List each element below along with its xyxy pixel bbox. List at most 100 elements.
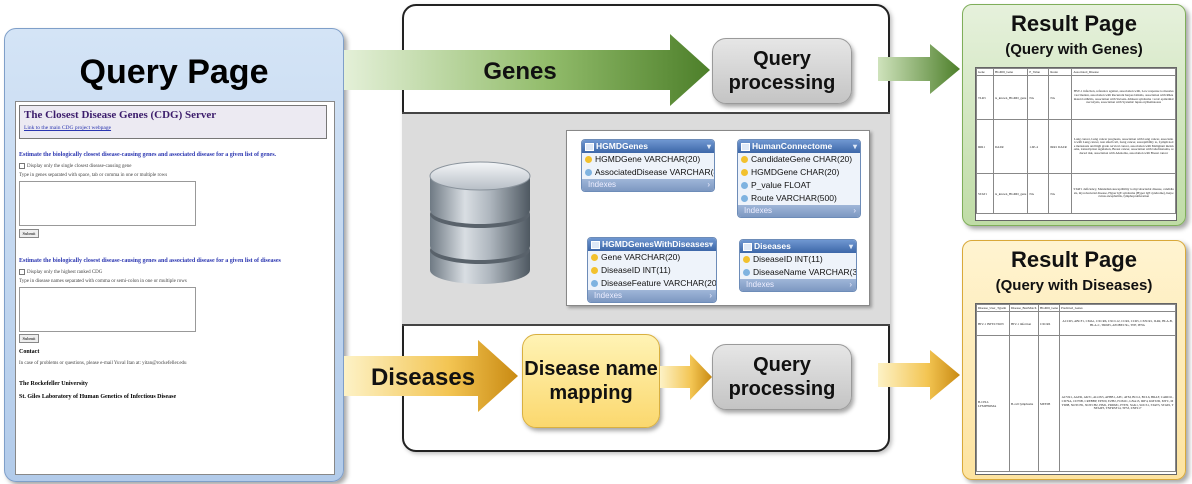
genes-option[interactable]: Display only the single closest disease-…: [19, 163, 131, 169]
genes-submit-button[interactable]: Submit: [19, 229, 39, 238]
table-row: B-CELL LYMPHOMA B-cell lymphoma MEF2B AC…: [976, 335, 1176, 472]
table-field: CandidateGene CHAR(20): [738, 153, 860, 166]
table-field: DiseaseID INT(11): [588, 264, 716, 277]
result-diseases-table: Disease_User_TypeIn Disease_BestMatch HG…: [975, 303, 1177, 475]
table-cell: NA: [1048, 173, 1073, 214]
table-field: DiseaseName VARCHAR(300): [740, 266, 856, 279]
table-cell: B-CELL LYMPHOMA: [976, 335, 1010, 472]
key-icon: [741, 156, 748, 163]
table-row: STAT1 is_known_HGMD_gene NA NA STAT1 def…: [976, 173, 1176, 214]
table-cell: IRR1: [976, 119, 994, 174]
table-row: IRR1 DAZR 1.6E-4 IRR1 DAZR Lung cancer, …: [976, 119, 1176, 174]
table-header: HGMDGenesWithDiseases: [588, 238, 716, 251]
table-footer: Indexes: [740, 279, 856, 291]
diseases-result-arrow: [878, 350, 960, 400]
field-icon: [743, 269, 750, 276]
table-field: DiseaseID INT(11): [740, 253, 856, 266]
contact-text: In case of problems or questions, please…: [19, 361, 187, 366]
field-icon: [741, 182, 748, 189]
table-cell: ACCR5, ABCF1, CMA1, CXCR6, CXCL12, CCR2,…: [1059, 311, 1176, 336]
server-header-box: The Closest Disease Genes (CDG) Server L…: [19, 105, 327, 139]
lab-name: St. Giles Laboratory of Human Genetics o…: [19, 394, 177, 400]
header-cell: Predicted_Genes: [1059, 304, 1176, 312]
table-cell: STAT1 deficiency, Mendelian susceptibili…: [1071, 173, 1176, 214]
table-cell: MEF2B: [1037, 335, 1061, 472]
diseases-textarea[interactable]: [19, 287, 196, 332]
header-cell: Disease_User_TypeIn: [976, 304, 1010, 312]
result-page-genes: Result Page (Query with Genes) Gene HGMD…: [962, 4, 1186, 226]
field-icon: [585, 169, 592, 176]
main-project-link[interactable]: Link to the main CDG project webpage: [24, 125, 112, 131]
table-footer: Indexes: [582, 179, 714, 191]
schema-table-hgmdgeneswithdiseases: HGMDGenesWithDiseases Gene VARCHAR(20) D…: [587, 237, 717, 303]
mapping-arrow: [660, 354, 712, 400]
diseases-label: Diseases: [370, 364, 476, 391]
result-page-diseases: Result Page (Query with Diseases) Diseas…: [962, 240, 1186, 480]
query-page-screenshot: The Closest Disease Genes (CDG) Server L…: [15, 101, 335, 475]
table-field: AssociatedDisease VARCHAR(8000): [582, 166, 714, 179]
table-field: HGMDGene VARCHAR(20): [582, 153, 714, 166]
table-field: P_value FLOAT: [738, 179, 860, 192]
result-genes-subtitle: (Query with Genes): [1005, 41, 1143, 58]
table-row: TLR3 is_known_HGMD_gene NA NA HSV-1 infe…: [976, 75, 1176, 120]
genes-result-arrow: [878, 44, 960, 94]
table-header: HumanConnectome: [738, 140, 860, 153]
genes-arrow: [344, 34, 710, 106]
header-cell: Disease_BestMatch: [1009, 304, 1039, 312]
result-genes-title: Result Page: [1011, 11, 1137, 36]
table-header: HGMDGenes: [582, 140, 714, 153]
diseases-option-label: Display only the highest ranked CDG: [27, 270, 103, 276]
database-icon: [429, 161, 531, 284]
field-icon: [741, 195, 748, 202]
result-diseases-subtitle: (Query with Diseases): [995, 277, 1153, 294]
table-cell: 1.6E-4: [1027, 119, 1050, 174]
query-processing-diseases-box: Query processing: [712, 344, 852, 410]
table-field: DiseaseFeature VARCHAR(200): [588, 277, 716, 290]
diseases-section-heading: Estimate the biologically closest diseas…: [19, 258, 281, 264]
field-icon: [591, 280, 598, 287]
table-cell: NA: [1027, 173, 1050, 214]
table-cell: STAT1: [976, 173, 994, 214]
table-cell: DAZR: [992, 119, 1029, 174]
contact-heading: Contact: [19, 349, 40, 355]
genes-textarea[interactable]: [19, 181, 196, 226]
table-footer: Indexes: [588, 290, 716, 302]
table-field: Route VARCHAR(500): [738, 192, 860, 205]
genes-option-label: Display only the single closest disease-…: [27, 164, 132, 170]
table-cell: CXCR6: [1037, 311, 1061, 336]
diseases-submit-button[interactable]: Submit: [19, 334, 39, 343]
checkbox-icon[interactable]: [19, 163, 25, 169]
key-icon: [743, 256, 750, 263]
key-icon: [591, 267, 598, 274]
diseases-option[interactable]: Display only the highest ranked CDG: [19, 269, 102, 275]
schema-table-hgmdgenes: HGMDGenes HGMDGene VARCHAR(20) Associate…: [581, 139, 715, 192]
table-cell: is_known_HGMD_gene: [992, 173, 1029, 214]
table-field: Gene VARCHAR(20): [588, 251, 716, 264]
table-cell: HSV-1 infection, reference against, asso…: [1071, 75, 1176, 120]
disease-name-mapping-box: Disease name mapping: [522, 334, 660, 428]
table-header-row: Gene HGMD_Gene P_Value Route Associated_…: [976, 68, 1176, 76]
table-cell: B-cell lymphoma: [1009, 335, 1039, 472]
table-cell: HIV-1 INFECTION: [976, 311, 1010, 336]
header-cell: Gene: [976, 68, 994, 76]
table-cell: Lung cancer, Lung cancer prognosis, asso…: [1071, 119, 1176, 174]
header-cell: HGMD_Gene: [992, 68, 1029, 76]
table-cell: IRR1 DAZR: [1048, 119, 1073, 174]
header-cell: Associated_Disease: [1071, 68, 1176, 76]
database-schema-panel: HGMDGenes HGMDGene VARCHAR(20) Associate…: [566, 130, 870, 306]
schema-table-diseases: Diseases DiseaseID INT(11) DiseaseName V…: [739, 239, 857, 292]
key-icon: [585, 156, 592, 163]
table-row: HIV-1 INFECTION HIV-1 infection CXCR6 AC…: [976, 311, 1176, 336]
genes-label: Genes: [483, 58, 557, 85]
table-cell: is_known_HGMD_gene: [992, 75, 1029, 120]
table-header: Diseases: [740, 240, 856, 253]
table-header-row: Disease_User_TypeIn Disease_BestMatch HG…: [976, 304, 1176, 312]
table-cell: NA: [1048, 75, 1073, 120]
result-genes-table: Gene HGMD_Gene P_Value Route Associated_…: [975, 67, 1177, 221]
table-cell: NA: [1027, 75, 1050, 120]
query-page-title: Query Page: [79, 53, 269, 91]
genes-hint: Type in genes separated with space, tab …: [19, 173, 168, 178]
checkbox-icon[interactable]: [19, 269, 25, 275]
table-cell: ACVR1, AGER, AKT1, ALOX5, APBB1, APC, AT…: [1059, 335, 1176, 472]
diseases-arrow: [344, 340, 518, 412]
